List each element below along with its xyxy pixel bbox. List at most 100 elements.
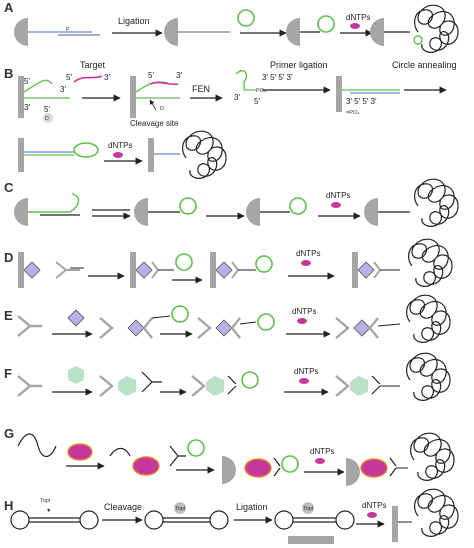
svg-text:5′: 5′ [24,77,30,86]
surface-bar [18,138,24,172]
antigen-icon [135,261,153,279]
dntp-icon [331,202,341,208]
dntp-icon [299,378,309,384]
surface-bar [18,76,24,118]
rca-product-icon [406,294,451,343]
rca-product-icon [414,488,459,537]
dntp-icon [301,260,311,266]
antigen-icon [67,309,85,327]
svg-text:3′: 3′ [234,93,240,102]
surface-bar [148,138,154,172]
dumbbell-icon [79,510,99,530]
surface-icon [286,18,300,46]
target-strand [73,75,103,83]
rca-product-icon [410,432,455,481]
padlock-circle-icon [73,142,99,158]
antigen-icon [353,319,371,337]
svg-text:PO₄: PO₄ [256,88,267,94]
padlock-circle-icon [289,197,307,215]
dntps-label: dNTPs [296,249,320,258]
dntps-label: dNTPs [362,501,386,510]
svg-text:TopI: TopI [175,506,186,512]
surface-bar [18,252,24,288]
antigen-icon [357,261,375,279]
panel-f: F dNTPs [4,352,451,401]
padlock-circle-icon [257,313,275,331]
svg-text:5′: 5′ [148,71,154,80]
svg-text:3′ 5′ 5′ 3′: 3′ 5′ 5′ 3′ [262,73,293,82]
rca-product-icon [408,238,453,287]
surface-icon [364,198,378,226]
primer-ligation-label: Primer ligation [270,60,328,70]
padlock-circle-icon [241,371,259,389]
panel-letter-c: C [4,180,14,195]
topi-enzyme-icon [302,502,314,514]
fen-label: FEN [192,84,210,94]
svg-text:5′: 5′ [66,73,72,82]
antigen-icon [127,319,145,337]
topi-label: TopI [40,498,51,504]
panel-letter-b: B [4,66,13,81]
panel-letter-g: G [4,426,14,441]
surface-icon [164,18,178,46]
svg-text:▼: ▼ [46,508,51,514]
surface-bar [130,252,136,288]
padlock-circle-icon [317,15,335,33]
surface-icon [346,458,360,486]
panel-g: G dNTPs [4,426,455,486]
panel-letter-a: A [4,0,14,15]
rca-product-icon [414,178,459,227]
svg-text:3′ 5′ 5′ 3′: 3′ 5′ 5′ 3′ [346,97,377,106]
dntp-icon [350,23,360,29]
dntps-label: dNTPs [346,13,370,22]
aptamer-icon [17,433,57,458]
circle-annealing-label: Circle annealing [392,60,457,70]
padlock-circle-icon [281,455,299,473]
probe-mark: P [66,27,70,33]
dntp-icon [297,318,307,324]
capture-antibody-icon [17,375,42,397]
svg-text:3′: 3′ [104,73,110,82]
surface-icon [246,198,260,226]
svg-text:3′: 3′ [176,71,182,80]
surface-bar [392,506,398,542]
svg-text:D: D [45,116,49,122]
antigen-icon [215,261,233,279]
padlock-circle-icon [175,253,193,271]
padlock-circle-icon [179,197,197,215]
svg-text:3′: 3′ [24,103,30,112]
ligation-label: Ligation [236,502,268,512]
dntp-icon [315,458,325,464]
antigen-icon [23,261,41,279]
antigen-icon [215,319,233,337]
dntps-label: dNTPs [292,307,316,316]
panel-h: H TopI ▼ Cleavage TopI Ligation TopI dNT… [4,488,459,544]
dntps-label: dNTPs [310,447,334,456]
topi-enzyme-icon [174,502,186,514]
cleavage-site-label: Cleavage site [130,119,179,128]
surface-bar [130,76,136,118]
padlock-circle-icon [255,255,273,273]
panel-letter-d: D [4,250,13,265]
padlock-circle-icon [187,439,205,457]
surface-bar [336,76,342,112]
surface-bar [352,252,358,288]
capture-antibody-icon [17,315,42,337]
svg-text:D: D [160,106,164,112]
surface-icon [134,198,148,226]
antibody-icon [55,261,80,279]
surface-icon [370,18,384,46]
panel-a: A P Ligation dNTPs [4,0,459,53]
ligation-label: Ligation [118,16,150,26]
surface-bar [210,252,216,288]
pla-probe-icon [169,445,186,467]
rca-product-icon [182,130,227,179]
padlock-circle-icon [171,305,189,323]
svg-text:5′: 5′ [254,97,260,106]
panel-letter-h: H [4,498,13,513]
surface-icon [14,18,28,46]
panel-letter-f: F [4,366,12,381]
target-label: Target [80,60,106,70]
svg-text:3′: 3′ [60,85,66,94]
